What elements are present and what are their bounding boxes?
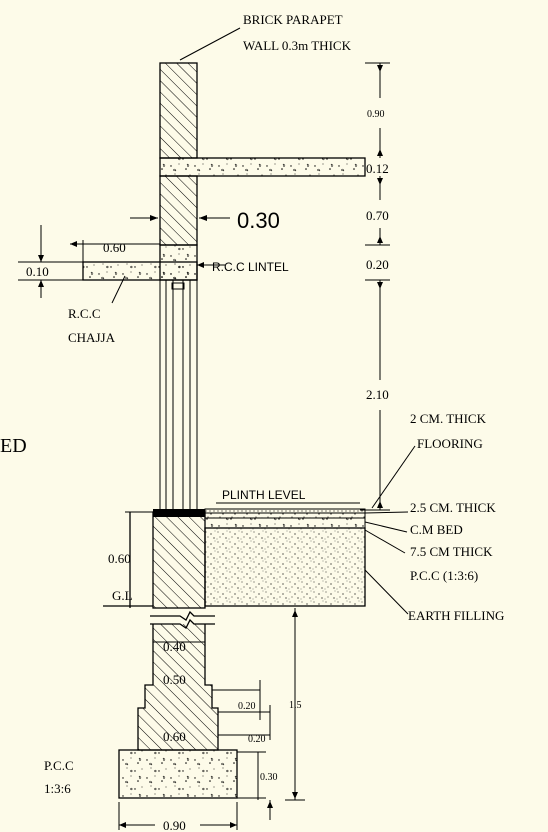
dim-opening-height: 2.10 [366, 387, 389, 402]
cut-text: ED [0, 435, 27, 457]
wall-thickness-dim [130, 215, 230, 221]
cm-bed-label-2: C.M BED [410, 522, 463, 537]
plinth-level-label: PLINTH LEVEL [222, 488, 306, 502]
chajja-label-1: R.C.C [68, 306, 101, 321]
dim-footing-step3: 0.60 [163, 729, 186, 744]
footing-offset-dims [212, 680, 273, 820]
chajja-projection-label: 0.60 [103, 240, 126, 255]
window-opening [159, 280, 198, 510]
earth-filling [204, 527, 366, 607]
dim-footing-step1: 0.40 [163, 639, 186, 654]
earth-filling-label: EARTH FILLING [408, 608, 504, 623]
flooring-label-1: 2 CM. THICK [410, 411, 487, 426]
dim-above-lintel: 0.70 [366, 208, 389, 223]
roof-slab [159, 157, 366, 177]
dim-pcc-depth: 0.30 [260, 772, 278, 783]
foundation-depth-dim [285, 608, 305, 801]
parapet-label-1: BRICK PARAPET [243, 12, 343, 27]
dim-footing-step2: 0.50 [163, 672, 186, 687]
ground-level-label: G.L [112, 588, 133, 603]
wall-thickness-label: 0.30 [237, 208, 280, 233]
dim-offset-2: 0.20 [248, 734, 266, 745]
dim-slab-thickness: 0.12 [366, 161, 389, 176]
plinth-height-label: 0.60 [108, 551, 131, 566]
footing-pcc-label-1: P.C.C [44, 758, 74, 773]
chajja-label-2: CHAJJA [68, 330, 116, 345]
dim-pcc-width: 0.90 [163, 818, 186, 832]
lintel-and-chajja [82, 244, 198, 281]
pcc-width-dim [118, 802, 238, 830]
chajja-thickness-label: 0.10 [26, 264, 49, 279]
dim-parapet-height: 0.90 [367, 109, 385, 120]
dim-offset-1: 0.20 [238, 701, 256, 712]
floor-leaders [216, 445, 416, 615]
dim-foundation-depth: 1.5 [289, 700, 302, 711]
plinth-wall [129, 511, 206, 609]
parapet-leader [179, 27, 241, 61]
lintel-label: R.C.C LINTEL [212, 260, 289, 274]
plinth-height-dim [125, 511, 153, 600]
parapet-wall [159, 62, 198, 159]
dim-lintel-depth: 0.20 [366, 257, 389, 272]
chajja-dims [18, 225, 160, 304]
pcc-label-1: 7.5 CM THICK [410, 544, 493, 559]
parapet-label-2: WALL 0.3m THICK [243, 38, 352, 53]
flooring-label-2: FLOORING [417, 436, 483, 451]
cm-bed-label-1: 2.5 CM. THICK [410, 500, 496, 515]
pcc-label-2: P.C.C (1:3:6) [410, 568, 478, 583]
right-dimension-chain [360, 62, 390, 511]
wall-above-lintel [159, 175, 198, 246]
lintel-pointer [197, 262, 225, 268]
pcc-footing [118, 749, 238, 799]
footing-pcc-label-2: 1:3:6 [44, 781, 71, 796]
